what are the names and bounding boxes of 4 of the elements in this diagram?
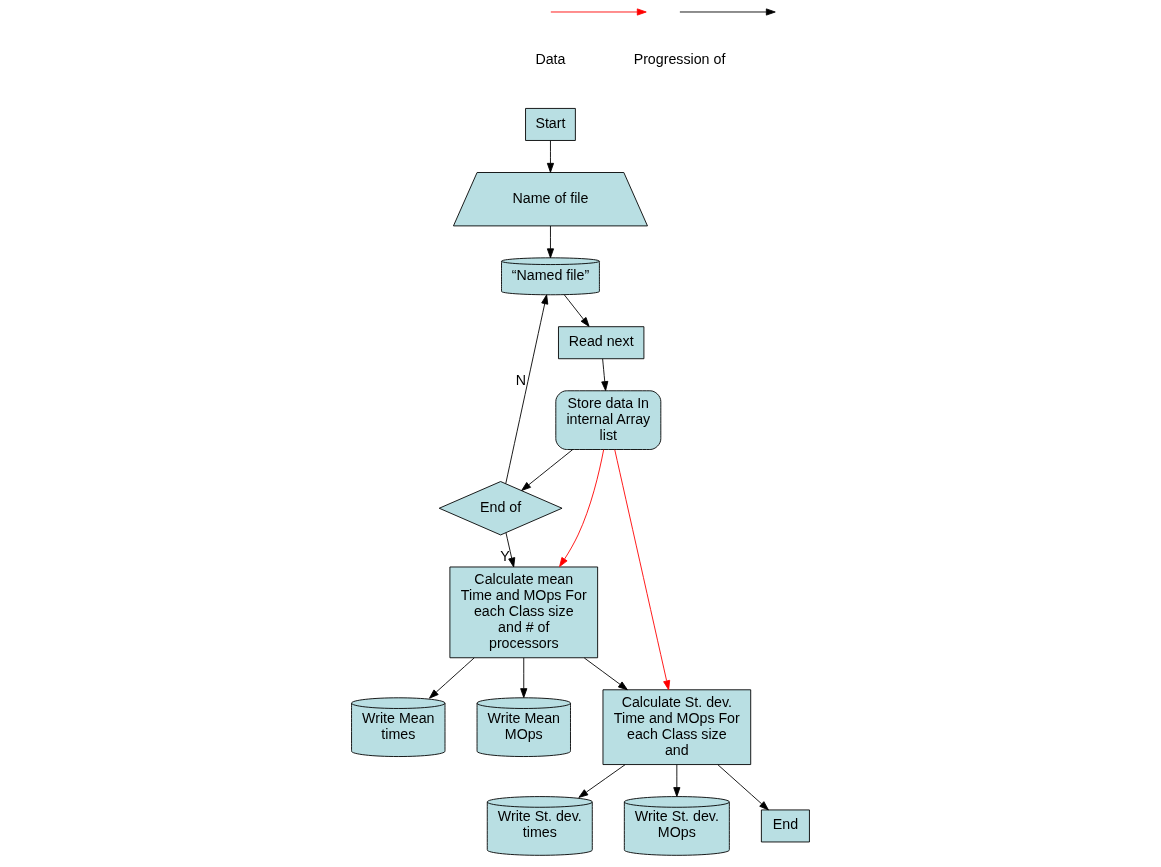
edge-label: N [515,371,526,388]
edge-label: Y [500,548,510,565]
legend-label: Data [535,50,566,67]
legend-label: Progression of [633,50,726,67]
